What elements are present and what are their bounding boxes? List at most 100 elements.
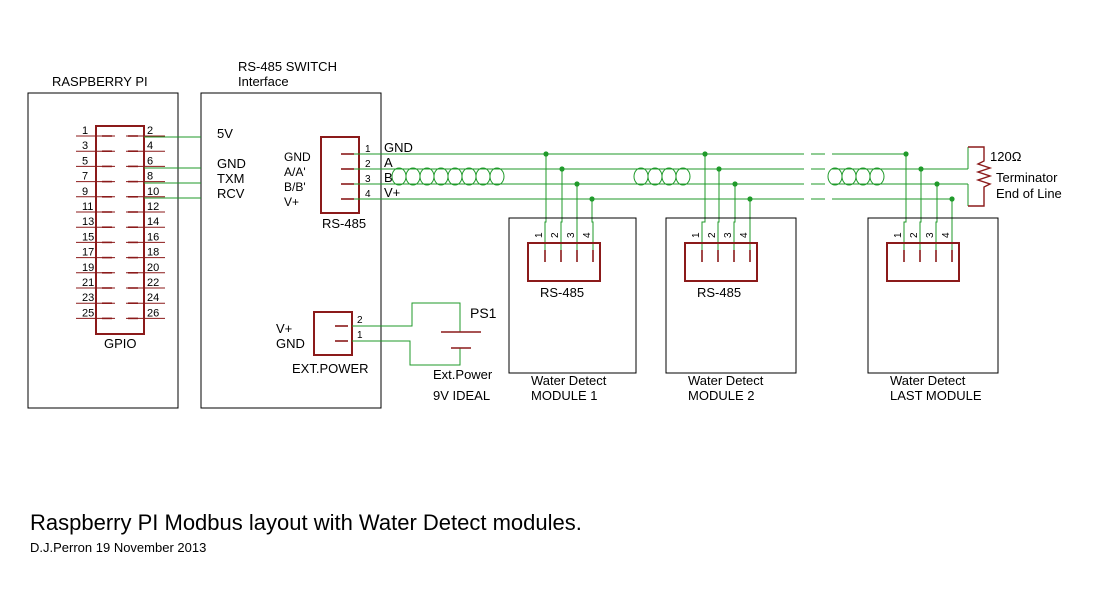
gpio-pin-number-right: 14 bbox=[147, 216, 159, 228]
rs485-interface-block: RS-485 SWITCH Interface 5V GND TXM RCV G… bbox=[200, 59, 413, 409]
module-drop-wire bbox=[717, 169, 720, 250]
power-label-gnd: GND bbox=[276, 336, 305, 351]
bus-junction-dot bbox=[589, 196, 595, 202]
twist-loop bbox=[419, 167, 435, 186]
module-pin-number: 1 bbox=[534, 232, 545, 238]
module-rs485-connector bbox=[527, 242, 601, 282]
module-pin-number: 3 bbox=[723, 232, 734, 238]
gpio-pin-number-left: 15 bbox=[82, 231, 94, 243]
gpio-pin-number-left: 17 bbox=[82, 247, 94, 259]
gpio-pin-number-left: 3 bbox=[82, 140, 88, 152]
twist-loop bbox=[405, 167, 421, 186]
module-pin-number: 3 bbox=[566, 232, 577, 238]
ext-power-pin-num-2: 2 bbox=[357, 315, 363, 326]
terminator-resistor: 120Ω Terminator End of Line bbox=[967, 146, 1062, 207]
module-outline bbox=[665, 217, 797, 374]
ps1-label-2: 9V IDEAL bbox=[433, 388, 490, 403]
diagram-title: Raspberry PI Modbus layout with Water De… bbox=[30, 510, 582, 535]
twist-loop bbox=[475, 167, 491, 186]
twist-loop bbox=[869, 167, 885, 186]
gpio-pin-number-right: 12 bbox=[147, 201, 159, 213]
interface-signal-5v: 5V bbox=[217, 126, 233, 141]
power-label-vplus: V+ bbox=[276, 321, 292, 336]
gpio-header bbox=[95, 125, 145, 335]
module-connector-label: RS-485 bbox=[540, 285, 584, 300]
module-drops bbox=[543, 151, 955, 250]
module-rs485-connector bbox=[684, 242, 758, 282]
gpio-pin-number-left: 7 bbox=[82, 171, 88, 183]
twisted-pair-2 bbox=[633, 167, 691, 186]
module-drop-wire bbox=[903, 154, 907, 250]
bus-pin-name-gnd: GND bbox=[384, 140, 413, 155]
rs485-connector-label: RS-485 bbox=[322, 216, 366, 231]
bus-pin-num-3: 3 bbox=[365, 174, 371, 185]
module-name-line1: Water Detect bbox=[688, 373, 764, 388]
module-pin-number: 4 bbox=[582, 232, 593, 238]
wire-ps-negative bbox=[352, 340, 461, 366]
interface-signal-rcv: RCV bbox=[217, 186, 245, 201]
twisted-pair-1 bbox=[391, 167, 505, 186]
terminator-body bbox=[968, 146, 993, 207]
gpio-label: GPIO bbox=[104, 336, 137, 351]
bus-junction-dot bbox=[559, 166, 565, 172]
module-pin-number: 2 bbox=[707, 232, 718, 238]
twist-loop bbox=[433, 167, 449, 186]
twist-loop bbox=[841, 167, 857, 186]
module-pin-number: 4 bbox=[739, 232, 750, 238]
gpio-pin-number-right: 10 bbox=[147, 186, 159, 198]
module-pin-number: 3 bbox=[925, 232, 936, 238]
gpio-pin-number-left: 13 bbox=[82, 216, 94, 228]
pi-title: RASPBERRY PI bbox=[52, 74, 148, 89]
bus-pin-name-vplus: V+ bbox=[384, 185, 400, 200]
bus-pin-num-2: 2 bbox=[365, 159, 371, 170]
interface-outline bbox=[200, 92, 382, 409]
terminator-label-2: End of Line bbox=[996, 186, 1062, 201]
module-pin-number: 2 bbox=[909, 232, 920, 238]
twist-loop bbox=[461, 167, 477, 186]
bus-pin-num-4: 4 bbox=[365, 189, 371, 200]
bus-junction-dot bbox=[716, 166, 722, 172]
bus-junction-dot bbox=[747, 196, 753, 202]
ps1-label-1: Ext.Power bbox=[433, 367, 493, 382]
rs485-bus-connector bbox=[320, 136, 360, 214]
gpio-pin-number-right: 6 bbox=[147, 155, 153, 167]
interface-title: RS-485 SWITCH bbox=[238, 59, 337, 74]
bus-junction-dot bbox=[543, 151, 549, 157]
interface-signal-gnd: GND bbox=[217, 156, 246, 171]
twist-loop bbox=[633, 167, 649, 186]
gpio-pin-number-right: 16 bbox=[147, 231, 159, 243]
module-name-line2: LAST MODULE bbox=[890, 388, 982, 403]
pi-interface-wires bbox=[144, 136, 201, 199]
module-drop-wire bbox=[733, 184, 736, 250]
gpio-pin-number-left: 25 bbox=[82, 307, 94, 319]
bus-pin-num-1: 1 bbox=[365, 144, 371, 155]
bus-pin-name-b: B bbox=[384, 170, 393, 185]
twist-loop bbox=[647, 167, 663, 186]
module-pin-number: 4 bbox=[941, 232, 952, 238]
module-pin-number: 1 bbox=[893, 232, 904, 238]
twist-loop bbox=[447, 167, 463, 186]
module-name-line1: Water Detect bbox=[531, 373, 607, 388]
twist-loop bbox=[661, 167, 677, 186]
gpio-pin-number-right: 4 bbox=[147, 140, 153, 152]
rs485-bus bbox=[354, 151, 968, 250]
module-drop-wire bbox=[591, 199, 594, 250]
bus-label-b: B/B' bbox=[284, 180, 306, 194]
bus-junction-dot bbox=[732, 181, 738, 187]
module-name-line2: MODULE 1 bbox=[531, 388, 597, 403]
gpio-pin-number-right: 26 bbox=[147, 307, 159, 319]
twist-loop bbox=[827, 167, 843, 186]
module-name-line2: MODULE 2 bbox=[688, 388, 754, 403]
bus-junction-dot bbox=[918, 166, 924, 172]
twist-loop bbox=[391, 167, 407, 186]
interface-subtitle: Interface bbox=[238, 74, 289, 89]
ext-power-label: EXT.POWER bbox=[292, 361, 369, 376]
module-drop-wire bbox=[544, 154, 547, 250]
gpio-pin-number-right: 18 bbox=[147, 247, 159, 259]
pi-board-outline bbox=[27, 92, 179, 409]
